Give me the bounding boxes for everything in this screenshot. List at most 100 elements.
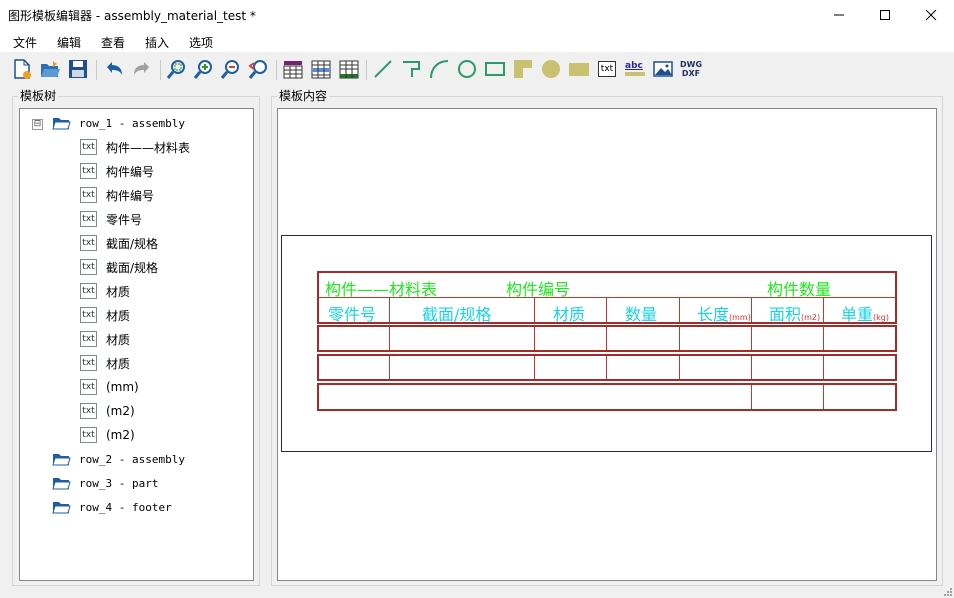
zoom-out-button[interactable] (219, 57, 243, 81)
new-file-button[interactable] (10, 57, 34, 81)
zoom-fit-button[interactable] (165, 57, 189, 81)
text-element-icon: txt (80, 139, 97, 155)
tree-leaf-label: 材质 (106, 308, 131, 323)
fill-rect-button[interactable] (567, 57, 591, 81)
table-style-3-button[interactable] (337, 57, 361, 81)
dwg-label: DWG (679, 60, 703, 69)
filled-circle-icon (542, 60, 560, 78)
menu-file[interactable]: 文件 (13, 36, 38, 50)
text-tool-button[interactable]: txt (595, 57, 619, 81)
col-weight[interactable]: 单重(kg) (841, 305, 889, 324)
col-quantity[interactable]: 数量 (625, 305, 658, 324)
menu-bar: 文件 编辑 查看 插入 选项 (0, 30, 954, 52)
zoom-previous-icon (248, 60, 267, 79)
draw-arc-button[interactable] (427, 57, 451, 81)
template-boundary[interactable] (281, 235, 932, 452)
redo-button[interactable] (130, 57, 154, 81)
draw-rect-button[interactable] (483, 57, 507, 81)
close-button[interactable] (908, 0, 954, 30)
text-element-icon: txt (80, 379, 97, 395)
text-element-icon: txt (80, 211, 97, 227)
tree-leaf-label: 截面/规格 (106, 260, 159, 275)
toolbar-separator (160, 60, 161, 80)
save-icon (69, 60, 87, 78)
collapse-toggle-icon[interactable]: ⊟ (32, 119, 43, 130)
tree-leaf-13[interactable]: txt (m2) (80, 425, 135, 445)
insert-image-button[interactable] (651, 57, 675, 81)
minimize-button[interactable] (816, 0, 862, 30)
data-row-2[interactable] (317, 354, 897, 381)
resize-grip-icon[interactable] (942, 586, 952, 596)
header-title-text[interactable]: 构件——材料表 (325, 280, 438, 299)
template-canvas[interactable] (277, 108, 937, 581)
tree-leaf-8[interactable]: txt 材质 (80, 305, 130, 325)
zoom-out-icon (220, 60, 239, 79)
draw-circle-button[interactable] (455, 57, 479, 81)
tree-node-row-1[interactable]: row_1 - assembly (52, 113, 185, 133)
header-table[interactable] (317, 271, 897, 324)
col-part-number[interactable]: 零件号 (328, 305, 377, 324)
data-row-1[interactable] (317, 325, 897, 352)
col-section-spec[interactable]: 截面/规格 (422, 305, 492, 324)
draw-polyline-button[interactable] (399, 57, 423, 81)
unit-m2: (m2) (801, 313, 821, 322)
toolbar-separator (276, 60, 277, 80)
col-area[interactable]: 面积(m2) (769, 305, 821, 324)
rectangle-icon (485, 62, 505, 76)
open-folder-icon (52, 118, 71, 130)
table-style-1-button[interactable] (281, 57, 305, 81)
text-element-icon: txt (80, 427, 97, 443)
tree-leaf-12[interactable]: txt(m2) (80, 401, 135, 421)
template-content-frame (271, 96, 943, 586)
fill-circle-button[interactable] (539, 57, 563, 81)
tree-node-row-3[interactable]: row_3 - part (52, 473, 158, 493)
save-button[interactable] (66, 57, 90, 81)
folder-icon (52, 454, 71, 466)
maximize-button[interactable] (862, 0, 908, 30)
assembly-number-text[interactable]: 构件编号 (506, 280, 571, 299)
text-element-icon: txt (80, 331, 97, 347)
folder-icon (52, 478, 71, 490)
fill-polygon-button[interactable] (511, 57, 535, 81)
tree-leaf-label: 材质 (106, 356, 131, 371)
undo-button[interactable] (102, 57, 126, 81)
tree-leaf-label: 材质 (106, 284, 131, 299)
redo-icon (134, 62, 149, 75)
menu-insert[interactable]: 插入 (145, 36, 170, 50)
zoom-in-button[interactable] (192, 57, 216, 81)
folder-icon (52, 502, 71, 514)
assembly-quantity-text[interactable]: 构件数量 (767, 280, 832, 299)
tree-leaf-11[interactable]: txt (mm) (80, 377, 139, 397)
menu-options[interactable]: 选项 (189, 36, 214, 50)
dwg-dxf-button[interactable]: DWG DXF (679, 57, 703, 81)
arc-icon (430, 60, 449, 79)
tree-node-row-4[interactable]: row_4 - footer (52, 497, 172, 517)
text-style-button[interactable]: abc (623, 57, 647, 81)
zoom-previous-button[interactable] (246, 57, 270, 81)
menu-edit[interactable]: 编辑 (57, 36, 82, 50)
col-material[interactable]: 材质 (553, 305, 586, 324)
tree-leaf-label: (mm) (106, 380, 139, 394)
text-element-icon: txt (80, 307, 97, 323)
tree-leaf-label: (m2) (106, 428, 135, 442)
toolbar-separator (96, 60, 97, 80)
open-file-button[interactable] (38, 57, 62, 81)
footer-row[interactable] (317, 383, 897, 411)
menu-view[interactable]: 查看 (101, 36, 126, 50)
unit-kg: (kg) (873, 313, 889, 322)
tree-node-row-2[interactable]: row_2 - assembly (52, 449, 185, 469)
draw-line-button[interactable] (371, 57, 395, 81)
col-length[interactable]: 长度(mm) (697, 305, 751, 324)
text-element-icon: txt (80, 235, 97, 251)
table-style-2-button[interactable] (309, 57, 333, 81)
